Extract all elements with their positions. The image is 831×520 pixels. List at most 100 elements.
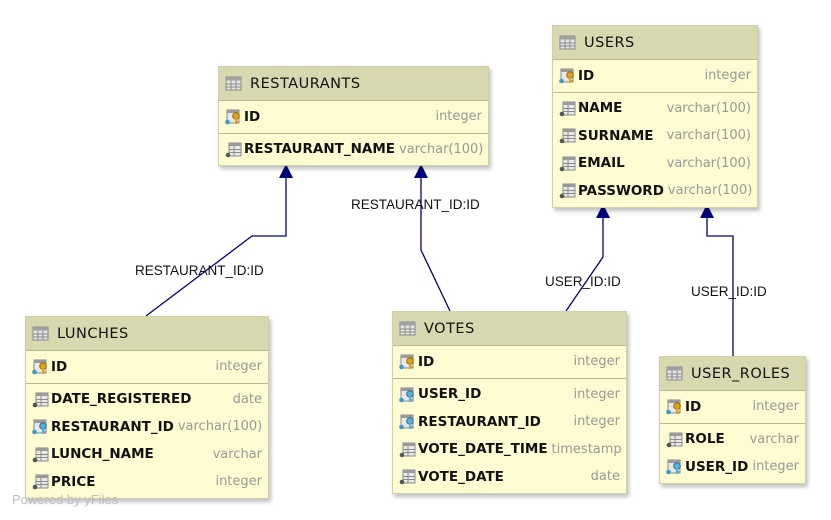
- column-name: EMAIL: [578, 155, 625, 172]
- table-icon: [559, 34, 576, 51]
- column-name: PRICE: [51, 473, 96, 490]
- column-name: USER_ID: [685, 458, 749, 475]
- edge-label-votes-restaurants: RESTAURANT_ID:ID: [351, 197, 480, 212]
- edge-label-user-roles-users: USER_ID:ID: [691, 284, 767, 299]
- column-type: varchar(100): [666, 100, 751, 116]
- table-name: VOTES: [424, 320, 475, 337]
- arrowhead-users-right: [700, 204, 714, 218]
- column-row-email[interactable]: EMAIL varchar(100): [553, 150, 757, 178]
- primary-key-icon: [399, 353, 416, 370]
- column-type: integer: [573, 414, 620, 430]
- yfiles-credit: Powered by yFiles: [12, 492, 119, 507]
- column-icon: [32, 473, 49, 490]
- arrowhead-users-left: [596, 204, 610, 218]
- column-type: varchar(100): [666, 155, 751, 171]
- primary-key-icon: [559, 67, 576, 84]
- table-header[interactable]: USER_ROLES: [660, 357, 805, 391]
- column-icon: [559, 182, 576, 199]
- edge-label-votes-users: USER_ID:ID: [545, 274, 621, 289]
- arrowhead-restaurants-left: [279, 164, 293, 178]
- arrowhead-restaurants-right: [414, 164, 428, 178]
- column-row-id[interactable]: ID integer: [219, 103, 488, 131]
- column-row-id[interactable]: ID integer: [26, 353, 268, 381]
- edge-votes-users[interactable]: [565, 218, 604, 312]
- edge-lunches-restaurants[interactable]: [145, 178, 287, 317]
- table-header[interactable]: LUNCHES: [26, 317, 268, 351]
- foreign-key-icon: [666, 458, 683, 475]
- column-name: USER_ID: [418, 386, 482, 403]
- column-name: ROLE: [685, 431, 725, 448]
- column-icon: [399, 468, 416, 485]
- column-row-surname[interactable]: SURNAME varchar(100): [553, 122, 757, 150]
- table-header[interactable]: RESTAURANTS: [219, 67, 488, 101]
- column-type: timestamp: [551, 441, 622, 457]
- column-name: RESTAURANT_NAME: [244, 141, 395, 158]
- column-row-id[interactable]: ID integer: [553, 62, 757, 90]
- column-icon: [32, 446, 49, 463]
- column-type: varchar(100): [177, 419, 263, 435]
- column-type: integer: [752, 399, 799, 415]
- foreign-key-icon: [399, 413, 416, 430]
- table-header[interactable]: USERS: [553, 26, 757, 60]
- primary-key-icon: [225, 108, 242, 125]
- column-name: DATE_REGISTERED: [51, 391, 192, 408]
- column-name: ID: [51, 358, 68, 375]
- column-type: varchar(100): [399, 141, 484, 157]
- edge-votes-restaurants[interactable]: [420, 178, 451, 312]
- foreign-key-icon: [32, 418, 49, 435]
- column-type: integer: [752, 459, 799, 475]
- column-type: varchar: [212, 446, 262, 462]
- column-icon: [399, 441, 416, 458]
- table-header[interactable]: VOTES: [393, 312, 626, 346]
- table-name: USERS: [584, 34, 635, 51]
- table-name: LUNCHES: [57, 325, 129, 342]
- column-name: VOTE_DATE_TIME: [418, 441, 548, 458]
- table-name: RESTAURANTS: [250, 75, 361, 92]
- column-row-role[interactable]: ROLE varchar: [660, 426, 805, 454]
- column-row-name[interactable]: NAME varchar(100): [553, 95, 757, 123]
- column-icon: [559, 155, 576, 172]
- column-name: SURNAME: [578, 127, 654, 144]
- column-icon: [559, 100, 576, 117]
- column-type: integer: [215, 359, 262, 375]
- edge-label-lunches-restaurants: RESTAURANT_ID:ID: [135, 263, 264, 278]
- column-type: varchar: [749, 431, 799, 447]
- column-name: ID: [244, 108, 261, 125]
- column-icon: [559, 127, 576, 144]
- column-name: ID: [578, 67, 595, 84]
- column-name: ID: [418, 353, 435, 370]
- edge-user-roles-users[interactable]: [706, 218, 734, 356]
- column-row-user-id[interactable]: USER_ID integer: [393, 381, 626, 409]
- column-type: varchar(100): [666, 128, 751, 144]
- primary-key-icon: [666, 398, 683, 415]
- table-users[interactable]: USERS ID integer NAME varchar(100) SURNAME v…: [552, 25, 758, 208]
- column-name: NAME: [578, 100, 623, 117]
- column-icon: [32, 391, 49, 408]
- column-type: integer: [573, 386, 620, 402]
- table-icon: [225, 75, 242, 92]
- column-name: RESTAURANT_ID: [418, 413, 541, 430]
- column-type: integer: [573, 354, 620, 370]
- column-icon: [225, 141, 242, 158]
- column-icon: [666, 431, 683, 448]
- column-type: integer: [704, 68, 751, 84]
- column-row-id[interactable]: ID integer: [393, 348, 626, 376]
- column-row-restaurant-id[interactable]: RESTAURANT_ID integer: [393, 408, 626, 436]
- column-name: PASSWORD: [578, 182, 664, 199]
- column-type: integer: [435, 109, 482, 125]
